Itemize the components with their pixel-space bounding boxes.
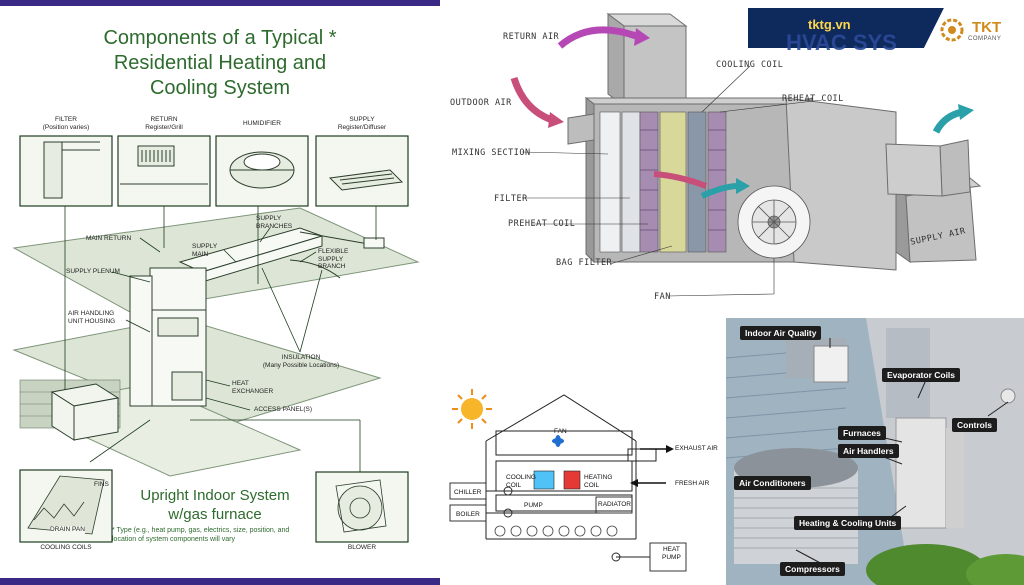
- outdoor-air-label: OUTDOOR AIR: [450, 98, 512, 108]
- supply-air-arrow: [932, 108, 963, 134]
- bag-filter-section: [659, 111, 687, 253]
- filter-callout-box: [19, 135, 113, 207]
- furnace-illustration: [895, 417, 947, 529]
- watermark-text: HVAC SYS: [786, 30, 897, 55]
- ahu-diagram: [510, 13, 982, 297]
- supply-plenum: [149, 267, 207, 311]
- furnaces-tag: Furnaces: [838, 426, 886, 440]
- tkt-logo-text: TKT: [972, 19, 1002, 36]
- outdoor-air-arrow: [510, 76, 554, 124]
- preheat-coil-label: PREHEAT COIL: [508, 219, 576, 229]
- supply-plenum-label: SUPPLY PLENUM: [66, 268, 120, 275]
- air-handlers-tag: Air Handlers: [838, 444, 899, 458]
- top-accent-bar: [0, 0, 440, 6]
- pump-label: PUMP: [524, 502, 543, 509]
- residential-title: Components of a Typical * Residential He…: [40, 26, 400, 101]
- main-return-label: MAIN RETURN: [86, 235, 132, 242]
- title-line-1: Components of a Typical *: [103, 27, 337, 49]
- sun-icon: [452, 389, 492, 429]
- filter-section: [621, 111, 641, 253]
- residential-system-panel: Components of a Typical * Residential He…: [0, 0, 440, 585]
- site-url[interactable]: tktg.vn: [808, 17, 851, 32]
- supply-callout-box: [315, 135, 409, 207]
- reheat-coil-section: [707, 111, 727, 253]
- mixing-section-label: MIXING SECTION: [452, 148, 531, 158]
- subtitle-line-1: Upright Indoor System: [140, 487, 290, 504]
- air-conditioners-tag: Air Conditioners: [734, 476, 811, 490]
- bottom-accent-bar: [0, 578, 440, 585]
- evaporator-coils-tag: Evaporator Coils: [882, 368, 961, 382]
- radiator-label: RADIATOR: [598, 501, 631, 508]
- heating-cooling-units-tag: Heating & Cooling Units: [794, 516, 902, 530]
- humidifier-label: HUMIDIFIER: [243, 120, 281, 127]
- upright-system-subtitle: Upright Indoor System w/gas furnace: [110, 486, 320, 524]
- preheat-coil-section: [639, 111, 659, 253]
- mixed-air-arrow: [653, 171, 708, 189]
- residential-diagram: [12, 135, 420, 543]
- cooling-coil-label: COOLING COIL: [716, 60, 784, 70]
- boiler-label: BOILER: [456, 511, 480, 518]
- tkt-logo-sub: COMPANY: [968, 36, 1002, 42]
- reheat-coil-label: REHEAT COIL: [782, 94, 844, 104]
- bag-filter-label: BAG FILTER: [556, 258, 613, 268]
- drain-pan-label: DRAIN PAN: [50, 526, 85, 534]
- compressors-tag: Compressors: [780, 562, 845, 576]
- cooling-coil-block: [533, 470, 555, 490]
- fan-label: FAN: [654, 292, 671, 302]
- fan-icon: [552, 435, 564, 447]
- chiller-label: CHILLER: [454, 489, 482, 496]
- return-air-arrow: [557, 26, 638, 49]
- ahu-filter-label: FILTER: [494, 194, 528, 204]
- title-line-2: Residential Heating and: [113, 52, 327, 74]
- return-air-label: RETURN AIR: [503, 32, 560, 42]
- access-panel-label: ACCESS PANEL(S): [254, 406, 313, 413]
- filter-label: FILTER(Position varies): [42, 116, 90, 131]
- tkt-logo-icon: [940, 18, 964, 42]
- mixing-section: [599, 111, 621, 253]
- blower-label: BLOWER: [347, 544, 377, 551]
- indoor-air-quality-tag: Indoor Air Quality: [740, 326, 822, 340]
- fins-label: FINS: [94, 481, 109, 488]
- supply-fan: [737, 185, 811, 259]
- schematic-fan-label: FAN: [554, 428, 567, 435]
- fresh-air-label: FRESH AIR: [675, 480, 710, 487]
- type-footnote: * Type (e.g., heat pump, gas, electrics,…: [112, 527, 290, 543]
- subtitle-line-2: w/gas furnace: [168, 506, 262, 523]
- heating-coil-block: [563, 470, 581, 490]
- conditioned-air-arrow: [700, 183, 739, 199]
- insulation-label: INSULATION(Many Possible Locations): [262, 354, 340, 369]
- exhaust-air-label: EXHAUST AIR: [675, 445, 718, 452]
- cooling-coils-label: COOLING COILS: [40, 544, 92, 551]
- building-schematic: [449, 389, 687, 572]
- system-photo-montage: Indoor Air Quality Evaporator Coils Cont…: [726, 318, 1024, 585]
- controls-tag: Controls: [952, 418, 997, 432]
- montage-illustration: [726, 318, 1024, 585]
- title-line-3: Cooling System: [149, 77, 291, 99]
